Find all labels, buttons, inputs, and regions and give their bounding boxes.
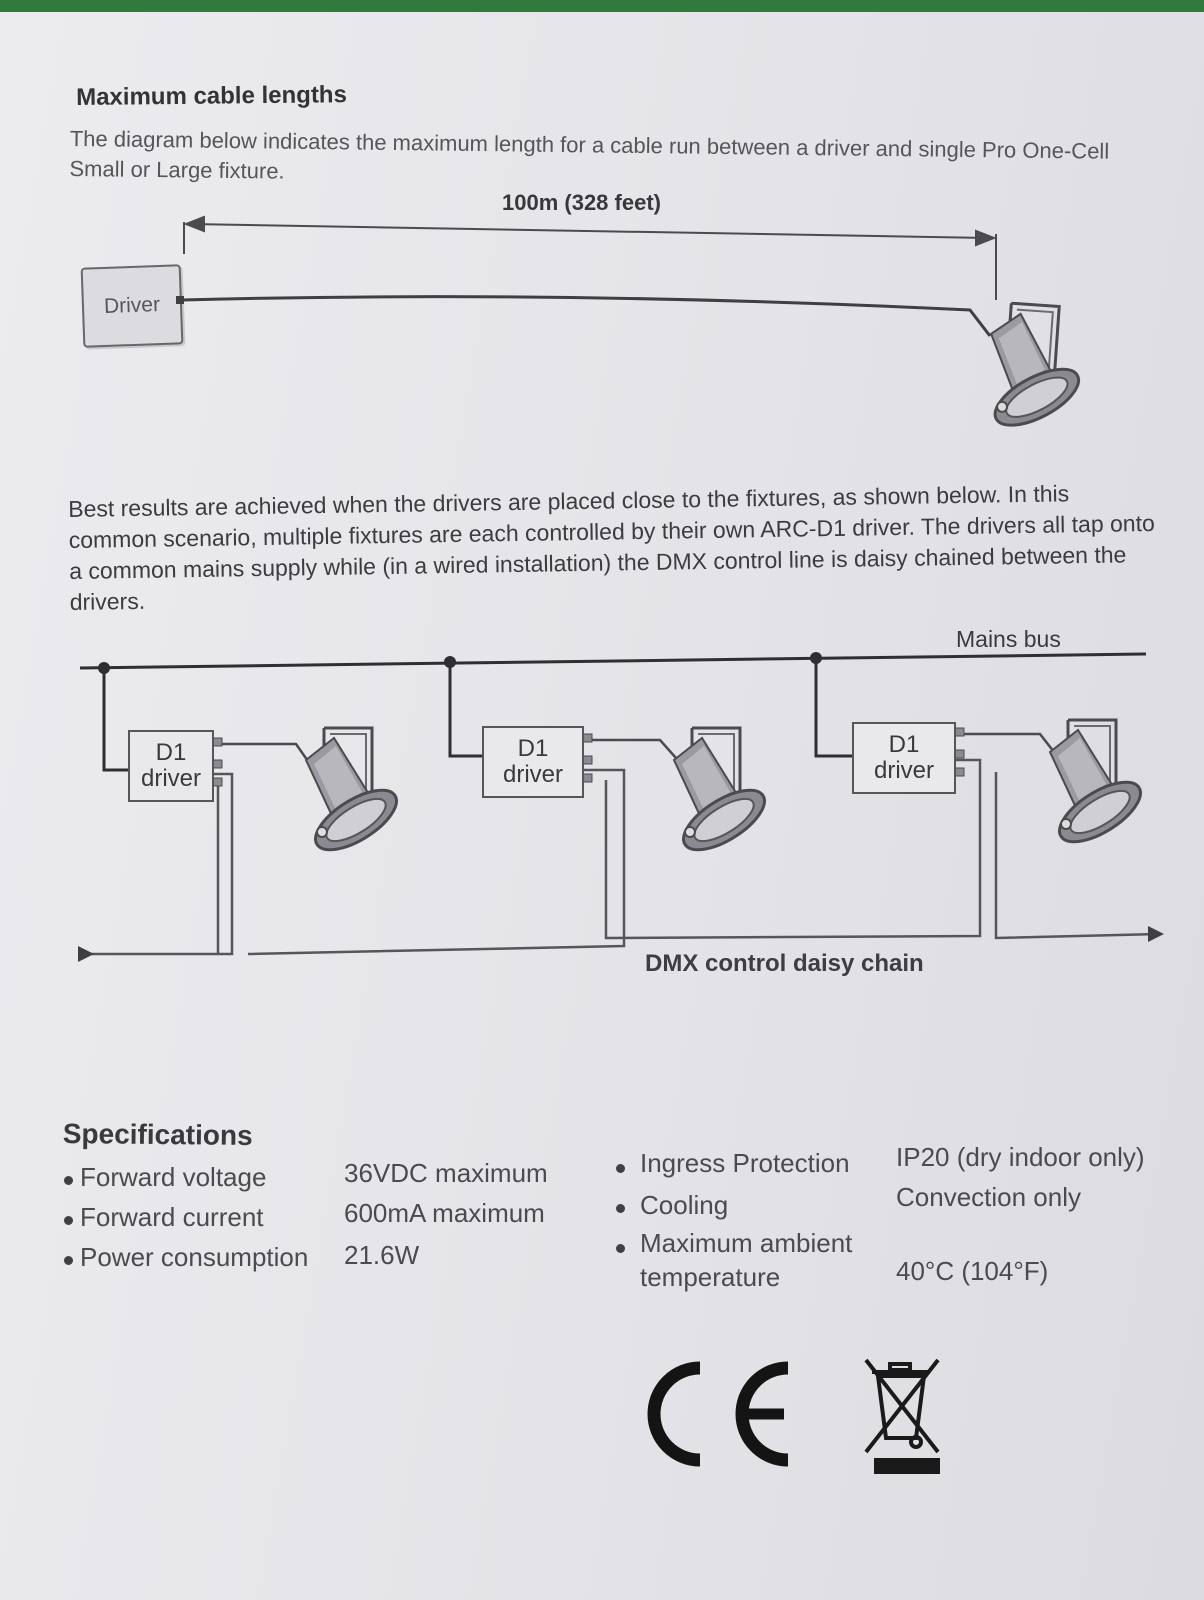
dimension-label: 100m (328 feet) <box>502 190 661 215</box>
bullet-icon <box>64 1216 73 1225</box>
spec-value: Convection only <box>896 1182 1081 1212</box>
fixture-leads <box>212 732 1055 765</box>
spec-label: Power consumption <box>80 1242 309 1272</box>
ce-mark-icon <box>647 1361 789 1467</box>
driver-label-line1: D1 <box>888 731 920 758</box>
compliance-marks <box>647 1358 940 1474</box>
mains-bus-label: Mains bus <box>956 626 1061 652</box>
driver-label-line2: driver <box>873 757 934 784</box>
driver-label-line2: driver <box>140 765 201 792</box>
bullet-icon <box>616 1244 625 1253</box>
driver-box-2: D1 driver <box>482 726 584 798</box>
spec-label: Ingress Protection <box>640 1148 850 1178</box>
fixture-2 <box>672 726 776 863</box>
driver-label-line1: D1 <box>517 735 549 762</box>
top-edge-strip <box>0 0 1204 12</box>
bullet-icon <box>616 1204 625 1213</box>
driver-label-line1: D1 <box>155 739 187 766</box>
spec-label: Cooling <box>640 1190 729 1220</box>
spec-label: Forward current <box>80 1202 264 1232</box>
bullet-icon <box>616 1164 625 1173</box>
spec-value: 36VDC maximum <box>344 1158 548 1188</box>
driver-box-3: D1 driver <box>852 722 956 794</box>
spec-value: 600mA maximum <box>344 1198 545 1228</box>
spec-label-continued: temperature <box>640 1262 781 1292</box>
crossed-out-wheelie-bin-icon <box>864 1358 940 1474</box>
spec-value: 21.6W <box>344 1240 420 1270</box>
mains-bus <box>79 652 1147 772</box>
fixture-3 <box>1048 718 1152 855</box>
spec-label: Forward voltage <box>80 1162 267 1192</box>
dimension-arrow <box>183 215 997 300</box>
spec-value: 40°C (104°F) <box>896 1256 1049 1286</box>
bullet-icon <box>64 1256 73 1265</box>
specifications-title: Specifications <box>62 1118 253 1151</box>
spec-label: Maximum ambient <box>640 1228 853 1258</box>
fixture-1 <box>304 726 408 863</box>
driver-label-line2: driver <box>502 761 563 788</box>
manual-page <box>0 12 1204 1600</box>
driver-box-1: D1 driver <box>128 730 214 802</box>
dmx-chain-label: DMX control daisy chain <box>645 950 924 977</box>
fixture-large <box>982 300 1095 444</box>
spec-value: IP20 (dry indoor only) <box>896 1142 1145 1172</box>
bullet-icon <box>64 1176 73 1185</box>
cable-run <box>181 295 992 337</box>
dmx-chain <box>80 758 1159 956</box>
placement-paragraph: Best results are achieved when the drive… <box>68 480 1155 615</box>
